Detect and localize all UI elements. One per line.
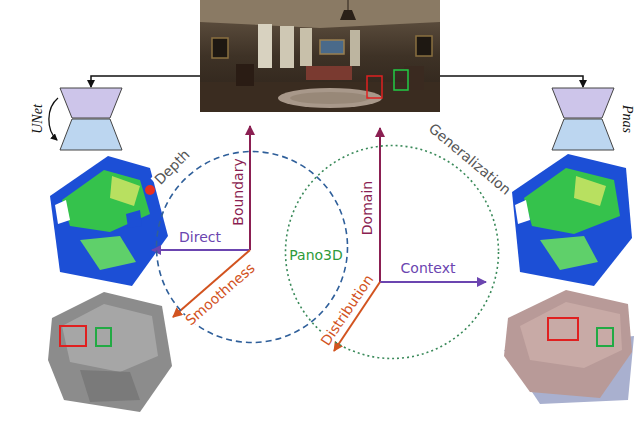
input-arrow xyxy=(91,76,200,87)
axis-label: Context xyxy=(399,261,458,275)
axis-label: Domain xyxy=(360,179,374,237)
depth-point-cloud xyxy=(512,154,632,286)
reconstructed-mesh xyxy=(504,290,634,404)
node-label: Depth xyxy=(151,146,194,189)
node-label: Pnas xyxy=(620,103,634,135)
depth-point-cloud xyxy=(50,156,168,286)
node-label: UNet xyxy=(31,102,45,136)
network-block: UNet xyxy=(28,86,128,152)
network-block: Pnas xyxy=(540,86,640,152)
reconstructed-mesh xyxy=(48,292,172,412)
axis-label: Direct xyxy=(177,230,223,244)
node-label: Generalization xyxy=(425,120,515,199)
axis-label: Boundary xyxy=(231,156,245,227)
axis-label: Smoothness xyxy=(181,259,258,329)
axis-label: Distribution xyxy=(317,271,377,350)
input-arrow xyxy=(440,76,583,87)
panorama-photo xyxy=(200,0,440,112)
axis-label: Pano3D xyxy=(287,248,345,262)
